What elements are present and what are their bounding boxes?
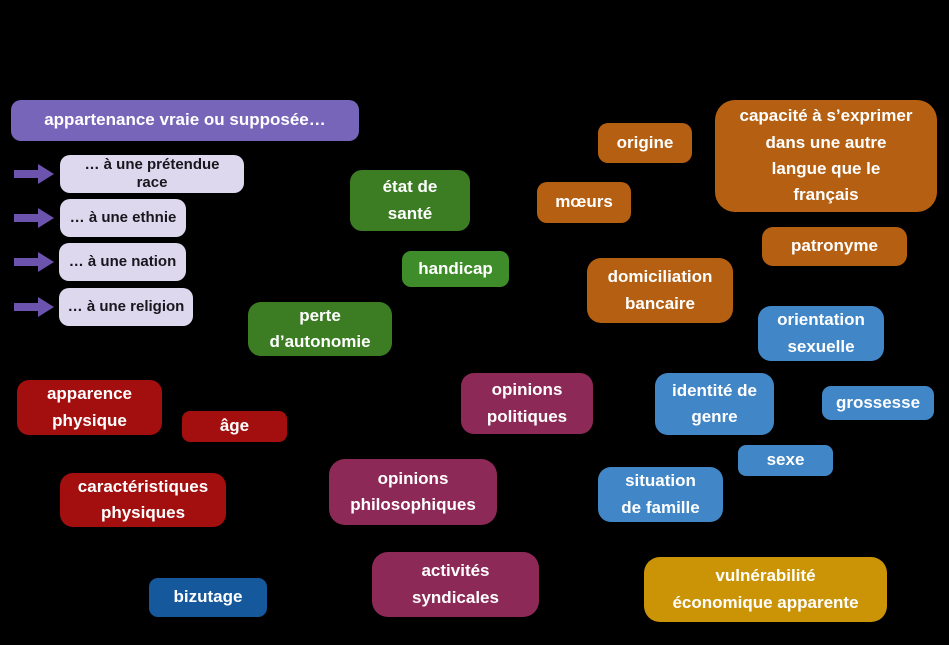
header-box-appartenance: appartenance vraie ou supposée…	[11, 100, 359, 141]
arrow-right-icon	[14, 252, 54, 272]
criterion-box-patronyme: patronyme	[762, 227, 907, 266]
criterion-box-age: âge	[182, 411, 287, 442]
arrow-right-icon	[14, 164, 54, 184]
criterion-box-activites-syndicales: activités syndicales	[372, 552, 539, 617]
arrow-right-icon	[14, 208, 54, 228]
criterion-box-bizutage: bizutage	[149, 578, 267, 617]
criterion-box-etat-de-sante: état de santé	[350, 170, 470, 231]
criterion-box-vulnerabilite-economique: vulnérabilité économique apparente	[644, 557, 887, 622]
criterion-box-orientation-sexuelle: orientation sexuelle	[758, 306, 884, 361]
arrow-right-icon	[14, 297, 54, 317]
criterion-box-moeurs: mœurs	[537, 182, 631, 223]
criterion-box-identite-de-genre: identité de genre	[655, 373, 774, 435]
criterion-box-opinions-philosophiques: opinions philosophiques	[329, 459, 497, 525]
sub-item-box: … à une ethnie	[60, 199, 186, 237]
criterion-box-domiciliation-bancaire: domiciliation bancaire	[587, 258, 733, 323]
sub-item-box: … à une religion	[59, 288, 193, 326]
criterion-box-origine: origine	[598, 123, 692, 163]
sub-item-box: … à une nation	[59, 243, 186, 281]
criterion-box-situation-de-famille: situation de famille	[598, 467, 723, 522]
criterion-box-handicap: handicap	[402, 251, 509, 287]
criterion-box-sexe: sexe	[738, 445, 833, 476]
criterion-box-apparence-physique: apparence physique	[17, 380, 162, 435]
criterion-box-opinions-politiques: opinions politiques	[461, 373, 593, 434]
criterion-box-perte-autonomie: perte d’autonomie	[248, 302, 392, 356]
criterion-box-caracteristiques-physiques: caractéristiques physiques	[60, 473, 226, 527]
criterion-box-capacite-langue: capacité à s’exprimer dans une autre lan…	[715, 100, 937, 212]
sub-item-box: … à une prétendue race	[60, 155, 244, 193]
criterion-box-grossesse: grossesse	[822, 386, 934, 420]
